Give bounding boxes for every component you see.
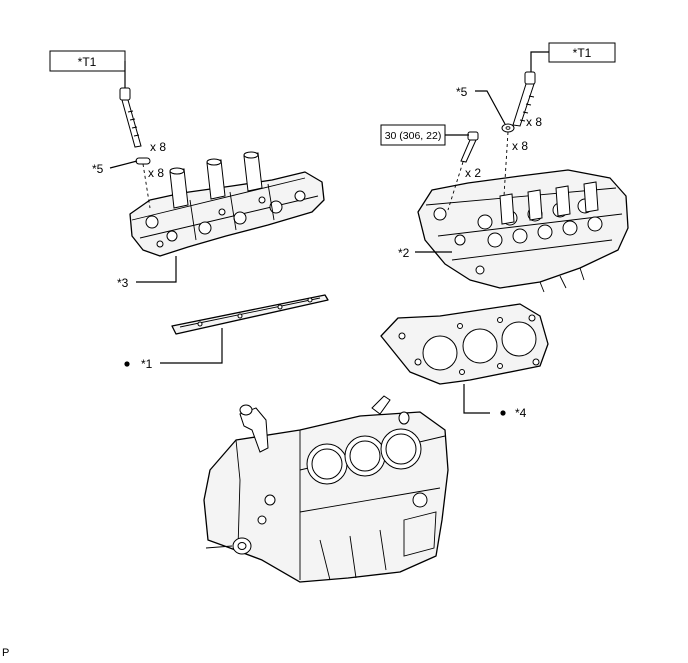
corner-letter: P — [2, 647, 9, 658]
small-head-bolt — [460, 131, 479, 163]
qty-small-bolt: x 2 — [465, 166, 481, 180]
left-head-bolt — [119, 87, 142, 148]
right-head-gasket — [380, 303, 549, 385]
callout-5-left: *5 — [92, 162, 104, 176]
torque-box-left: *T1 — [49, 50, 126, 88]
torque-label-right: *T1 — [573, 46, 592, 60]
torque-box-right: *T1 — [530, 42, 616, 72]
callout-2: *2 — [398, 246, 410, 260]
left-head-gasket — [171, 294, 329, 335]
non-reusable-dot-icon-1 — [124, 361, 130, 367]
torque-spec-box: 30 (306, 22) — [380, 124, 469, 146]
callout-5-right: *5 — [456, 85, 468, 99]
right-head-bolt — [512, 71, 536, 127]
left-cylinder-head — [129, 151, 325, 257]
left-washer — [135, 157, 151, 165]
qty-right-bolt: x 8 — [526, 115, 542, 129]
non-reusable-dot-icon-2 — [500, 410, 506, 416]
qty-right-washer: x 8 — [512, 139, 528, 153]
callout-1: *1 — [141, 357, 153, 371]
right-cylinder-head — [417, 169, 629, 293]
callout-3: *3 — [117, 276, 129, 290]
qty-left-bolt: x 8 — [150, 140, 166, 154]
engine-block — [203, 395, 449, 583]
qty-left-washer: x 8 — [148, 166, 164, 180]
callout-4: *4 — [515, 406, 527, 420]
torque-spec-label: 30 (306, 22) — [385, 130, 442, 142]
torque-label-left: *T1 — [78, 55, 97, 69]
right-washer — [501, 123, 515, 133]
